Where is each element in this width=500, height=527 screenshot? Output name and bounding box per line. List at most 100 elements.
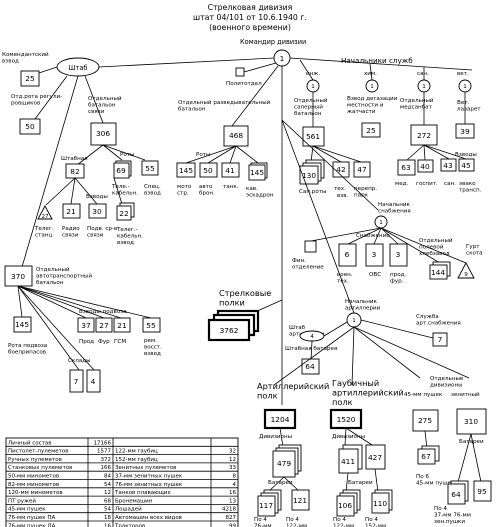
aa-b1-stack-1 xyxy=(447,483,466,505)
table-cell: Личный состав xyxy=(8,439,51,446)
reg1-b2-node xyxy=(291,489,310,511)
link-reg2-d1 xyxy=(344,427,347,446)
eng-c3-sub: взв. xyxy=(337,193,349,199)
link-signal-bn xyxy=(84,75,104,124)
vet-label: Вет.лазарет xyxy=(457,100,481,112)
td1-num: 7 xyxy=(74,377,79,386)
recon-c2-num: 50 xyxy=(203,166,213,175)
table-cell: 12 xyxy=(104,490,111,496)
transport-company-node xyxy=(13,316,32,333)
link-signal-hq xyxy=(76,144,104,166)
med-p3-node xyxy=(440,158,457,172)
link-art-battery xyxy=(310,340,313,361)
link-reg1-div xyxy=(279,427,284,448)
med-p4-num: 45 xyxy=(461,161,471,170)
link-sp1 xyxy=(45,177,76,206)
fin-node xyxy=(304,240,317,253)
aa-b2-node xyxy=(473,480,492,502)
link-tc xyxy=(17,285,23,318)
signal-p3-node xyxy=(88,203,107,219)
recon-c4-num: 145 xyxy=(250,168,264,177)
table-cell: 16 xyxy=(104,523,111,527)
signal-co2-stack-front xyxy=(113,162,130,179)
eng-chief-num: 1 xyxy=(311,84,315,90)
link-rc1 xyxy=(185,145,237,164)
link-ec3 xyxy=(312,145,362,163)
eng-bn-num: 561 xyxy=(306,132,320,141)
med-p2-label: госпит. xyxy=(416,181,438,187)
table-cell: 18 xyxy=(104,515,111,521)
signal-p1-label: Телег.станц. xyxy=(34,226,54,238)
link-rc3 xyxy=(229,145,237,164)
link-s3 xyxy=(380,227,399,245)
table-cell: 827 xyxy=(226,515,237,521)
link-tp2 xyxy=(17,285,105,319)
signal-p4-stack-front xyxy=(116,205,132,221)
aa-num: 310 xyxy=(464,417,478,426)
staff-label: Штаб xyxy=(69,64,88,72)
tp1-num: 37 xyxy=(81,321,91,330)
reg1-b1-num: 117 xyxy=(259,501,273,510)
signal-p4-label: Телег.-кабельн.взвод xyxy=(116,227,143,246)
reg2-b2-num: 110 xyxy=(373,499,387,508)
link-s1 xyxy=(347,227,382,245)
recon-c3-label: танк. xyxy=(223,184,239,190)
aa-node xyxy=(456,408,487,435)
signal-hq-label: Штабная xyxy=(61,156,88,162)
reg2-d1-num: 411 xyxy=(341,457,355,466)
transport-bn-num: 370 xyxy=(11,272,25,281)
link-mp2 xyxy=(423,144,426,161)
table-cell: 122-мм гаубиц xyxy=(115,449,158,455)
med-p2-num: 40 xyxy=(420,162,430,171)
table-cell: 45-мм пушек xyxy=(8,507,46,513)
link-sp3 xyxy=(74,177,98,205)
reg1-b1-stack-1 xyxy=(257,495,276,517)
table-cell: Ручных пулеметов xyxy=(8,457,62,463)
link-tp1 xyxy=(17,285,87,319)
tp3-label: ГСМ xyxy=(114,339,126,345)
bakery-num: 144 xyxy=(431,268,445,277)
chart-title-line1: Стрелковая дивизия xyxy=(208,3,293,12)
link-td2 xyxy=(17,285,95,371)
table-cell: Станковых пулеметов xyxy=(8,465,72,471)
services-label: Начальники служб xyxy=(341,56,413,65)
med-chief-num: 1 xyxy=(422,84,426,90)
eng-title: инж. xyxy=(306,71,320,77)
eng-c3-num: 47 xyxy=(357,165,367,174)
table-cell: 13 xyxy=(229,498,236,504)
link-art-service xyxy=(360,319,434,339)
commander-label: Командир дивизии xyxy=(240,38,306,46)
recon-c1-num: 145 xyxy=(179,166,193,175)
chart-title-line2: штат 04/101 от 10.6.1940 г. xyxy=(193,13,307,22)
eng-c3-label: перепр.парк xyxy=(354,186,377,198)
med-bn-num: 272 xyxy=(417,131,431,140)
chem-title: хим. xyxy=(364,71,377,77)
recon-c2-node xyxy=(199,162,218,178)
table-cell: Танков плавающих xyxy=(114,490,171,496)
table-cell: 68 xyxy=(104,498,111,504)
chem-pl-num: 25 xyxy=(366,126,376,135)
table-cell: 17166 xyxy=(94,440,112,446)
tp2-num: 27 xyxy=(99,321,109,330)
table-cell: 84 xyxy=(104,474,111,480)
signal-p4-num: 22 xyxy=(119,209,128,218)
table-cell: 32 xyxy=(229,449,236,455)
tp1-node xyxy=(77,317,95,333)
link-tp3 xyxy=(17,285,122,319)
med-p1-label: мед. xyxy=(395,181,409,187)
signal-co2-num: 69 xyxy=(116,166,126,175)
trep-num: 55 xyxy=(146,321,156,330)
table-cell: 12 xyxy=(229,457,236,463)
med-p4-node xyxy=(458,158,475,172)
reg-company-node xyxy=(19,118,41,135)
link-reg2-d2 xyxy=(345,427,373,446)
signal-p3-num: 30 xyxy=(92,207,102,216)
link-at xyxy=(353,326,421,379)
